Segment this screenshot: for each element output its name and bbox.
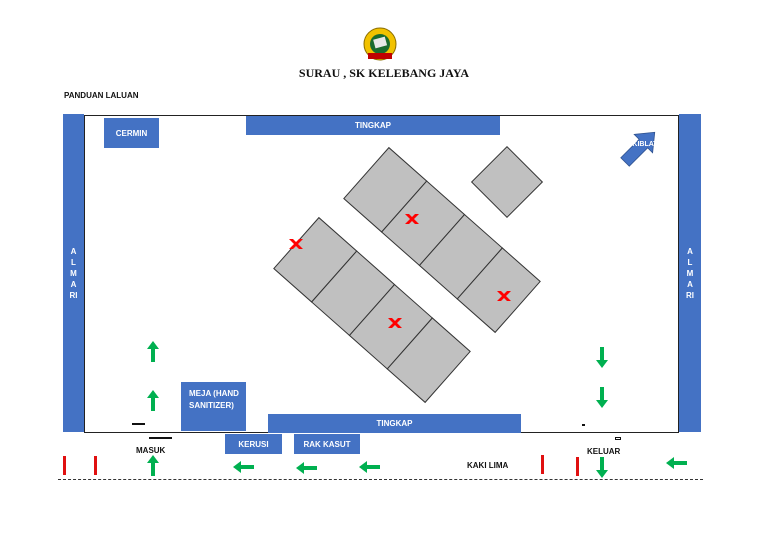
door-mark-left (132, 423, 145, 425)
red-cross-icon (388, 318, 402, 328)
red-cross-icon (289, 239, 303, 249)
tingkap-bottom: TINGKAP (268, 414, 521, 433)
red-post-icon (63, 456, 66, 475)
red-cross-icon (405, 214, 419, 224)
keluar-mark (615, 437, 621, 440)
green-arrow-icon (233, 461, 254, 473)
page-title: SURAU , SK KELEBANG JAYA (298, 66, 470, 80)
green-arrow-icon (296, 462, 317, 474)
kiblat-arrow-icon (620, 131, 656, 167)
green-arrow-icon (596, 347, 608, 368)
keluar-label: KELUAR (587, 447, 621, 456)
green-arrow-icon (147, 390, 159, 411)
green-arrow-icon (147, 341, 159, 362)
meja-label: MEJA (HAND SANITIZER) (189, 389, 239, 410)
green-arrow-icon (596, 457, 608, 478)
meja-box: MEJA (HAND SANITIZER) (181, 382, 246, 431)
masuk-label: MASUK (136, 446, 166, 455)
rak-kasut-box: RAK KASUT (294, 434, 360, 454)
kiblat-label: KIBLAT (632, 141, 658, 148)
red-post-icon (94, 456, 97, 475)
door-mark-right (582, 424, 585, 426)
prayer-mat (456, 247, 541, 334)
guide-label: PANDUAN LALUAN (64, 91, 139, 100)
prayer-mat (386, 317, 471, 404)
cermin-box: CERMIN (104, 118, 159, 148)
kaki-lima-label: KAKI LIMA (467, 461, 509, 470)
walkway-line (58, 479, 703, 480)
green-arrow-icon (359, 461, 380, 473)
red-post-icon (576, 457, 579, 476)
green-arrow-icon (596, 387, 608, 408)
kerusi-box: KERUSI (225, 434, 282, 454)
red-cross-icon (497, 291, 511, 301)
masuk-line (149, 437, 172, 439)
green-arrow-icon (147, 455, 159, 476)
prayer-mat-single (470, 145, 544, 219)
red-post-icon (541, 455, 544, 474)
tingkap-top: TINGKAP (246, 116, 500, 135)
prayer-mat-row-a (343, 146, 541, 334)
green-arrow-icon (666, 457, 687, 469)
